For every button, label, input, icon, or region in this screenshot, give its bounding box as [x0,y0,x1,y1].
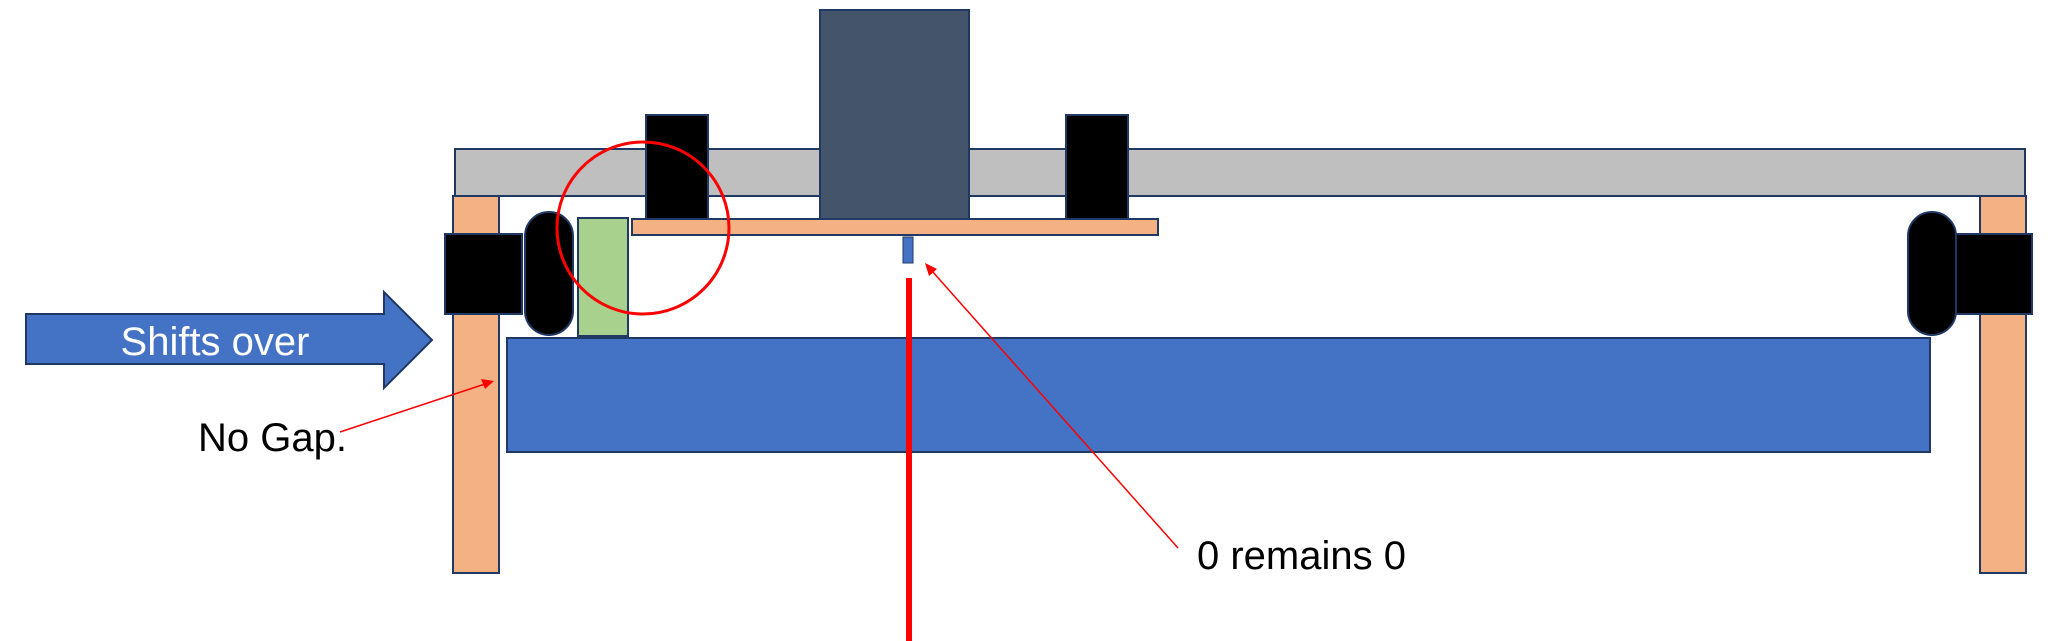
shift-arrow [25,289,434,391]
spindle-body [819,9,970,222]
left-clamp-block [444,233,523,315]
zero-annotation-arrow [925,263,1179,549]
gap-note: No Gap. [198,416,347,460]
zero-note: 0 remains 0 [1197,534,1406,578]
left-roller [524,211,574,336]
right-mount-block [1065,114,1129,220]
right-clamp-block [1954,233,2033,315]
spacer-block [577,217,629,337]
gantry-plate [631,218,1159,236]
tool-pointer [902,236,914,264]
left-mount-block [645,114,709,220]
top-rail [454,148,2026,197]
right-roller [1907,211,1957,336]
shift-arrow-label: Shifts over [121,320,310,364]
gap-annotation-arrow [339,379,494,433]
work-bed [506,337,1931,453]
highlight-circle [555,140,731,316]
